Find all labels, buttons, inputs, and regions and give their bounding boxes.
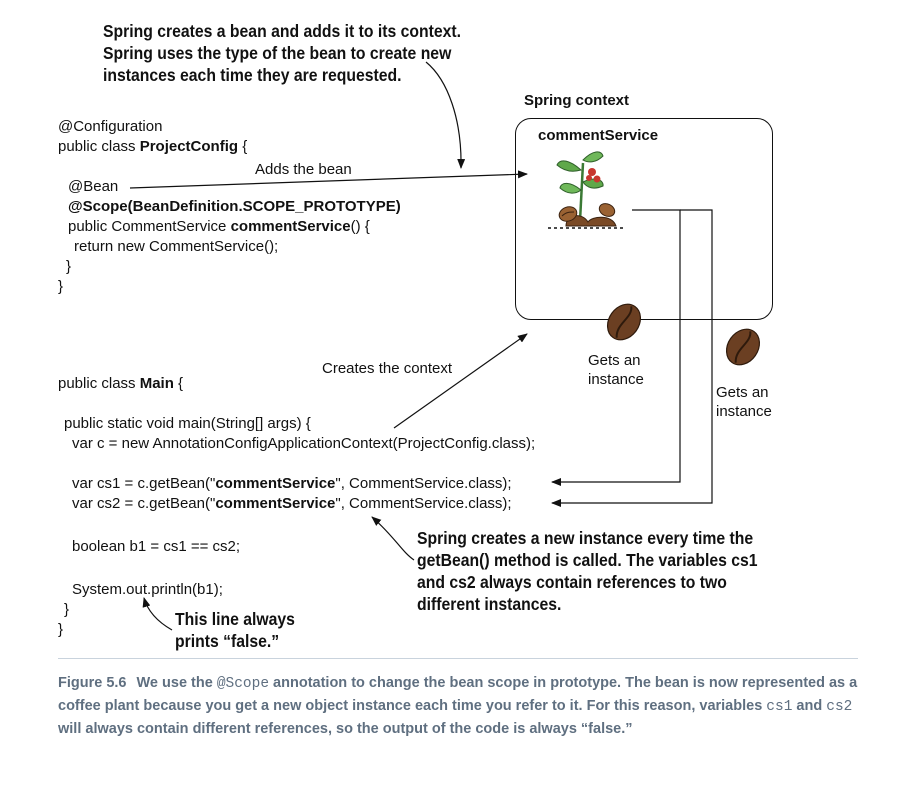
adds-bean-arrow bbox=[129, 170, 528, 189]
code-line: } bbox=[58, 278, 64, 295]
caption-divider bbox=[58, 658, 858, 659]
false-callout-arrow bbox=[142, 597, 173, 631]
code-line: } bbox=[66, 258, 72, 275]
main-code: public class Main { public static void m… bbox=[58, 374, 535, 640]
code-line: } bbox=[64, 601, 70, 618]
code-line: public CommentService commentService() { bbox=[68, 218, 370, 235]
coffee-plant-icon bbox=[548, 151, 625, 229]
code-line: var cs2 = c.getBean("commentService", Co… bbox=[72, 495, 512, 512]
top-callout-line: Spring creates a bean and adds it to its… bbox=[103, 21, 461, 41]
code-line: public class Main { bbox=[58, 375, 184, 392]
config-code: @Configuration public class ProjectConfi… bbox=[58, 117, 401, 297]
code-line: @Scope(BeanDefinition.SCOPE_PROTOTYPE) bbox=[68, 198, 401, 215]
code-line: var c = new AnnotationConfigApplicationC… bbox=[72, 435, 536, 452]
spring-context-box bbox=[515, 118, 773, 320]
top-callout: Spring creates a bean and adds it to its… bbox=[103, 20, 461, 86]
gets-instance-label-2: Gets an instance bbox=[716, 384, 772, 420]
spring-context-title: Spring context bbox=[524, 92, 630, 109]
code-line: public static void main(String[] args) { bbox=[64, 415, 311, 432]
code-line: var cs1 = c.getBean("commentService", Co… bbox=[72, 475, 512, 492]
top-callout-line: instances each time they are requested. bbox=[103, 65, 402, 85]
code-line: } bbox=[58, 621, 64, 638]
creates-context-label: Creates the context bbox=[322, 360, 453, 377]
getbean-callout: Spring creates a new instance every time… bbox=[417, 528, 758, 614]
code-line: @Configuration bbox=[58, 118, 163, 135]
code-line: @Bean bbox=[68, 178, 119, 195]
callout-arrow bbox=[425, 61, 466, 169]
coffee-bean-icon bbox=[606, 303, 642, 341]
gets-instance-label-1: Gets an instance bbox=[588, 352, 644, 388]
adds-bean-label: Adds the bean bbox=[255, 161, 352, 178]
bean-name-label: commentService bbox=[538, 127, 659, 144]
top-callout-line: Spring uses the type of the bean to crea… bbox=[103, 43, 452, 63]
code-line: public class ProjectConfig { bbox=[58, 138, 248, 155]
getbean-callout-arrow bbox=[371, 516, 415, 561]
code-line: return new CommentService(); bbox=[74, 238, 279, 255]
instance-connector-1 bbox=[551, 209, 681, 486]
code-line: System.out.println(b1); bbox=[72, 581, 223, 598]
code-line: boolean b1 = cs1 == cs2; bbox=[72, 538, 241, 555]
creates-context-arrow bbox=[393, 333, 528, 429]
coffee-bean-icon bbox=[725, 328, 761, 366]
false-callout: This line always prints “false.” bbox=[175, 609, 295, 651]
instance-connector-2 bbox=[551, 209, 713, 507]
